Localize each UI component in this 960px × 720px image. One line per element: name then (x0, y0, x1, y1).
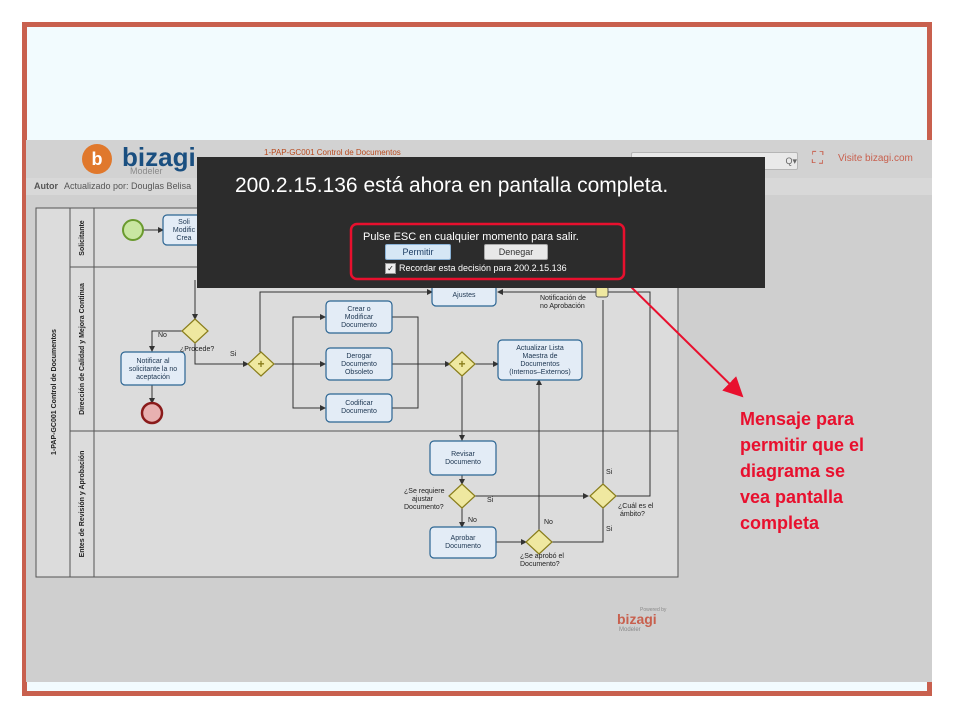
remember-label: Recordar esta decisión para 200.2.15.136 (399, 263, 567, 273)
requiere-label-line: ¿Se requiere (404, 488, 445, 495)
flow-label-no: No (158, 332, 167, 339)
gateway-ambito[interactable] (589, 483, 617, 509)
task-codificar-line: Codificar (345, 400, 373, 407)
task-notificar-line: aceptación (136, 374, 170, 381)
start-event[interactable] (122, 219, 144, 241)
annotation-line: completa (740, 513, 820, 533)
aprobo-label-line: ¿Se aprobó el (520, 553, 564, 560)
task-crear-modificar[interactable] (325, 300, 393, 334)
fullscreen-icon[interactable]: ⛶ (812, 150, 824, 167)
lane-solicitante: Solicitante (79, 220, 86, 256)
task-actualizar-line: (Internos–Externos) (509, 369, 570, 376)
author-label: Autor (34, 181, 58, 191)
dialog-title: 200.2.15.136 está ahora en pantalla comp… (235, 174, 669, 197)
remember-checkbox[interactable]: ✓ (385, 263, 396, 274)
task-notificar-line: Notificar al (136, 358, 170, 365)
allow-button[interactable]: Permitir (385, 244, 451, 260)
annotation-callout: Mensaje para permitir que el diagrama se… (740, 406, 930, 536)
aprobo-label-line: Documento? (520, 561, 560, 568)
task-revisar-line: Revisar (451, 451, 475, 458)
task-notificar-line: solicitante la no (129, 366, 177, 373)
task-actualizar-lista[interactable] (497, 339, 583, 381)
end-event[interactable] (140, 401, 164, 425)
pool-title: 1-PAP-GC001 Control de Documentos (51, 329, 58, 455)
task-actualizar-line: Maestra de (522, 353, 557, 360)
task-crear-line: Documento (341, 322, 377, 329)
flow-label-no: No (468, 517, 477, 524)
task-codificar-line: Documento (341, 408, 377, 415)
task-aprobar-line: Documento (445, 543, 481, 550)
lane-revision: Entes de Revisión y Aprobación (79, 451, 86, 558)
footer-logo-subtitle: Modeler (619, 627, 641, 633)
bizagi-logo-subtitle: Modeler (130, 166, 163, 176)
requiere-label-line: Documento? (404, 504, 444, 511)
gateway-procede[interactable] (181, 318, 209, 344)
task-notificar[interactable] (120, 351, 186, 386)
gateway-se-aprobo[interactable] (525, 529, 553, 555)
task-derogar-line: Documento (341, 361, 377, 368)
flow-label-si: Si (230, 351, 237, 358)
dialog-message: Pulse ESC en cualquier momento para sali… (363, 231, 579, 243)
task-revisar-line: Documento (445, 459, 481, 466)
annotation-line: Mensaje para (740, 409, 855, 429)
task-aprobar-line: Aprobar (451, 535, 477, 542)
flow-label-si: Si (487, 497, 494, 504)
parallel-gateway-join[interactable] (448, 351, 476, 377)
ambito-label-line: ¿Cuál es el (618, 503, 654, 510)
footer-bizagi-logo: bizagi (617, 611, 657, 627)
ambito-label-line: ámbito? (620, 511, 645, 518)
task-derogar[interactable] (325, 347, 393, 381)
task-actualizar-line: Actualizar Lista (516, 345, 564, 352)
bizagi-logo-text: bizagi (122, 142, 196, 172)
deny-button[interactable]: Denegar (484, 244, 548, 260)
task-solicitar-line: Crea (176, 235, 191, 242)
flow-label-si: Si (606, 526, 613, 533)
task-derogar-line: Obsoleto (345, 369, 373, 376)
lane-calidad: Dirección de Calidad y Mejora Continua (79, 283, 86, 415)
task-solicitar-line: Soli (178, 219, 190, 226)
task-solicitar-line: Modific (173, 227, 196, 234)
plus-icon: + (257, 357, 264, 371)
task-crear-line: Modificar (345, 314, 374, 321)
task-revisar[interactable] (429, 440, 497, 476)
task-actualizar-line: Documentos (520, 361, 560, 368)
annotation-line: diagrama se (740, 461, 846, 481)
task-derogar-line: Derogar (346, 353, 372, 360)
requiere-label-line: ajustar (412, 496, 434, 503)
message-event-icon (595, 286, 609, 298)
fullscreen-permission-dialog: 200.2.15.136 está ahora en pantalla comp… (197, 157, 765, 288)
flow-label-no: No (544, 519, 553, 526)
author-updated-text: Actualizado por: Douglas Belisa (64, 181, 192, 191)
task-ajustes-label: Ajustes (453, 292, 476, 299)
task-codificar[interactable] (325, 393, 393, 423)
powered-by-text: Powered by (640, 607, 667, 613)
notif-label-line: Notificación de (540, 295, 586, 302)
bizagi-logo-icon: b (82, 144, 112, 174)
gateway-requiere-ajustar[interactable] (448, 483, 476, 509)
document-tab-title[interactable]: 1-PAP-GC001 Control de Documentos (264, 148, 401, 157)
gateway-procede-label: ¿Procede? (180, 346, 214, 353)
task-crear-line: Crear o (347, 306, 370, 313)
visit-bizagi-link[interactable]: Visite bizagi.com (838, 153, 913, 164)
annotation-line: vea pantalla (740, 487, 844, 507)
annotation-line: permitir que el (740, 435, 865, 455)
parallel-gateway-split[interactable] (247, 351, 275, 377)
notif-label-line: no Aprobación (540, 303, 585, 310)
plus-icon: + (458, 357, 465, 371)
callout-arrow (623, 279, 744, 398)
task-aprobar[interactable] (429, 526, 497, 559)
flow-label-si: Si (606, 469, 613, 476)
